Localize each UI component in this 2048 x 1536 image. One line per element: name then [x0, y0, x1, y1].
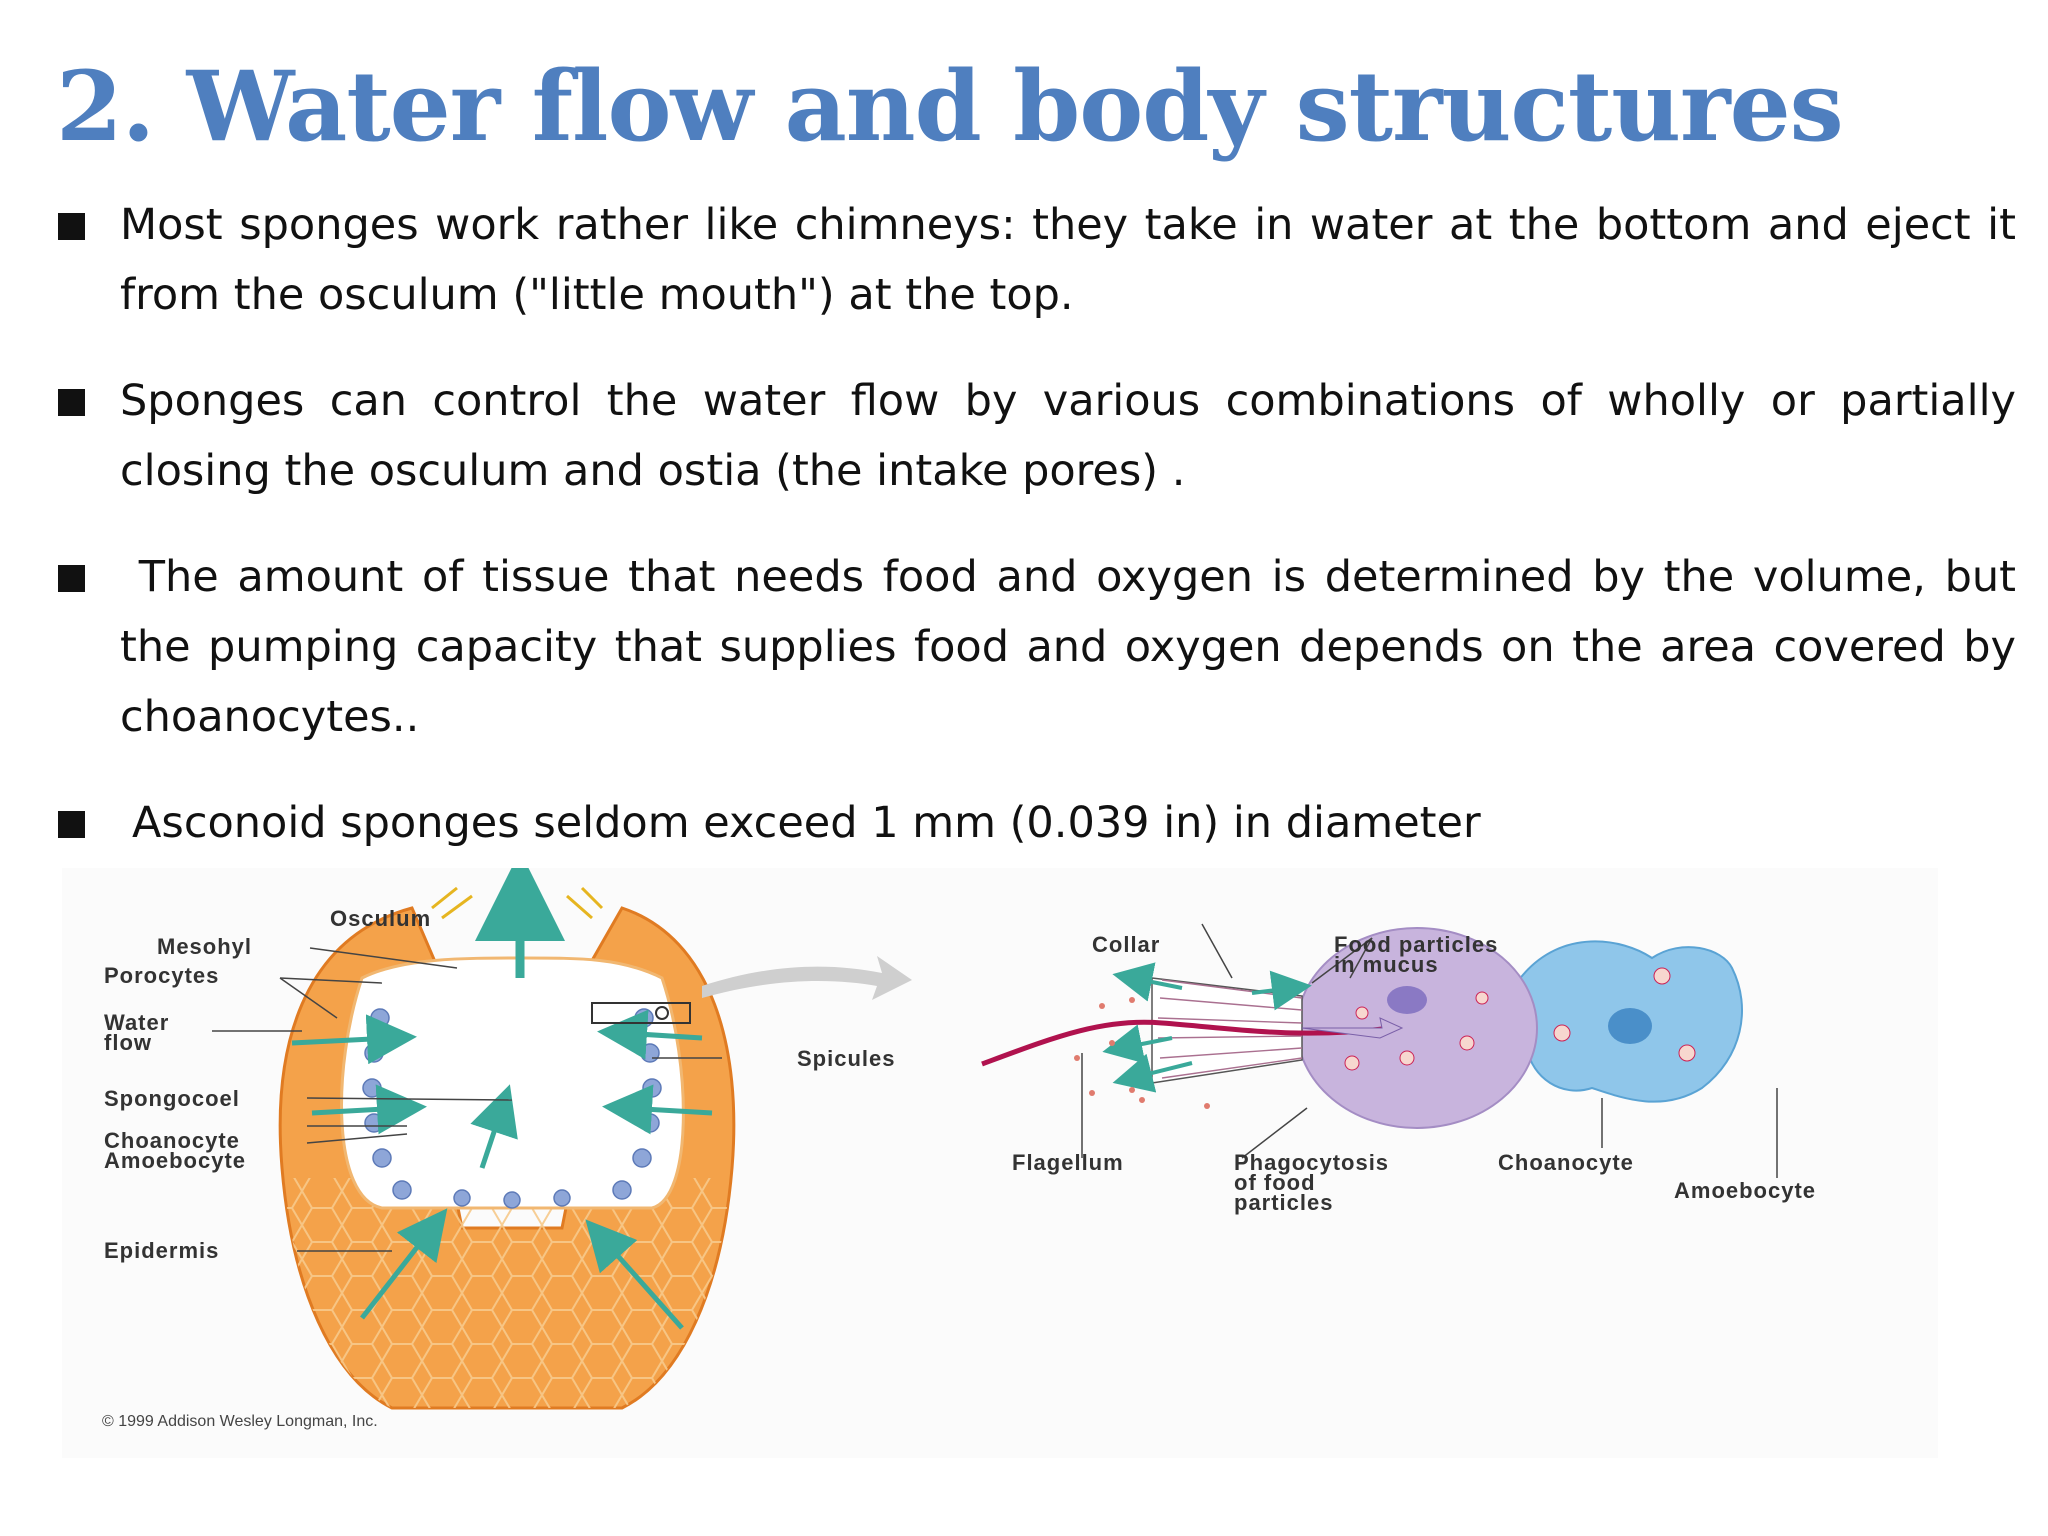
- label-porocytes: Porocytes: [104, 963, 219, 988]
- label-amoebocyte-left: Amoebocyte: [104, 1148, 246, 1173]
- label-amoebocyte-right: Amoebocyte: [1674, 1178, 1816, 1203]
- label-spicules: Spicules: [797, 1046, 895, 1071]
- label-epidermis: Epidermis: [104, 1238, 219, 1263]
- choanocyte-detail: [981, 927, 1743, 1129]
- bullet-item: Asconoid sponges seldom exceed 1 mm (0.0…: [56, 788, 2016, 858]
- sponge-diagram-svg: Osculum Mesohyl Porocytes Water flow Spo…: [102, 868, 1816, 1430]
- label-choanocyte-right: Choanocyte: [1498, 1150, 1634, 1175]
- label-water-flow-2: flow: [104, 1030, 152, 1055]
- label-phagocytosis-3: particles: [1234, 1190, 1334, 1215]
- page-title: 2. Water flow and body structures: [56, 50, 1844, 163]
- bullet-item: Most sponges work rather like chimneys: …: [56, 190, 2016, 330]
- sponge-body: [278, 868, 736, 1410]
- label-food-particles: Food particles: [1334, 932, 1498, 957]
- label-spongocoel: Spongocoel: [104, 1086, 240, 1111]
- label-choanocyte-left: Choanocyte: [104, 1128, 240, 1153]
- bullet-text: Most sponges work rather like chimneys: …: [120, 200, 2016, 320]
- bullet-item: The amount of tissue that needs food and…: [56, 542, 2016, 752]
- label-water-flow: Water: [104, 1010, 169, 1035]
- label-collar: Collar: [1092, 932, 1160, 957]
- bullet-item: Sponges can control the water flow by va…: [56, 366, 2016, 506]
- square-bullet-icon: [58, 389, 85, 416]
- square-bullet-icon: [58, 811, 85, 838]
- bullet-list: Most sponges work rather like chimneys: …: [56, 190, 2016, 894]
- square-bullet-icon: [58, 213, 85, 240]
- label-osculum: Osculum: [330, 906, 431, 931]
- sponge-diagram: Osculum Mesohyl Porocytes Water flow Spo…: [62, 868, 1938, 1458]
- label-flagellum: Flagellum: [1012, 1150, 1124, 1175]
- label-phagocytosis: Phagocytosis: [1234, 1150, 1389, 1175]
- label-food-particles-2: in mucus: [1334, 952, 1439, 977]
- bullet-text: Sponges can control the water flow by va…: [120, 376, 2016, 496]
- label-mesohyl: Mesohyl: [157, 934, 252, 959]
- bullet-text: The amount of tissue that needs food and…: [120, 552, 2030, 742]
- copyright-text: © 1999 Addison Wesley Longman, Inc.: [102, 1413, 378, 1430]
- bullet-text: Asconoid sponges seldom exceed 1 mm (0.0…: [132, 798, 1481, 848]
- label-phagocytosis-2: of food: [1234, 1170, 1316, 1195]
- square-bullet-icon: [58, 565, 85, 592]
